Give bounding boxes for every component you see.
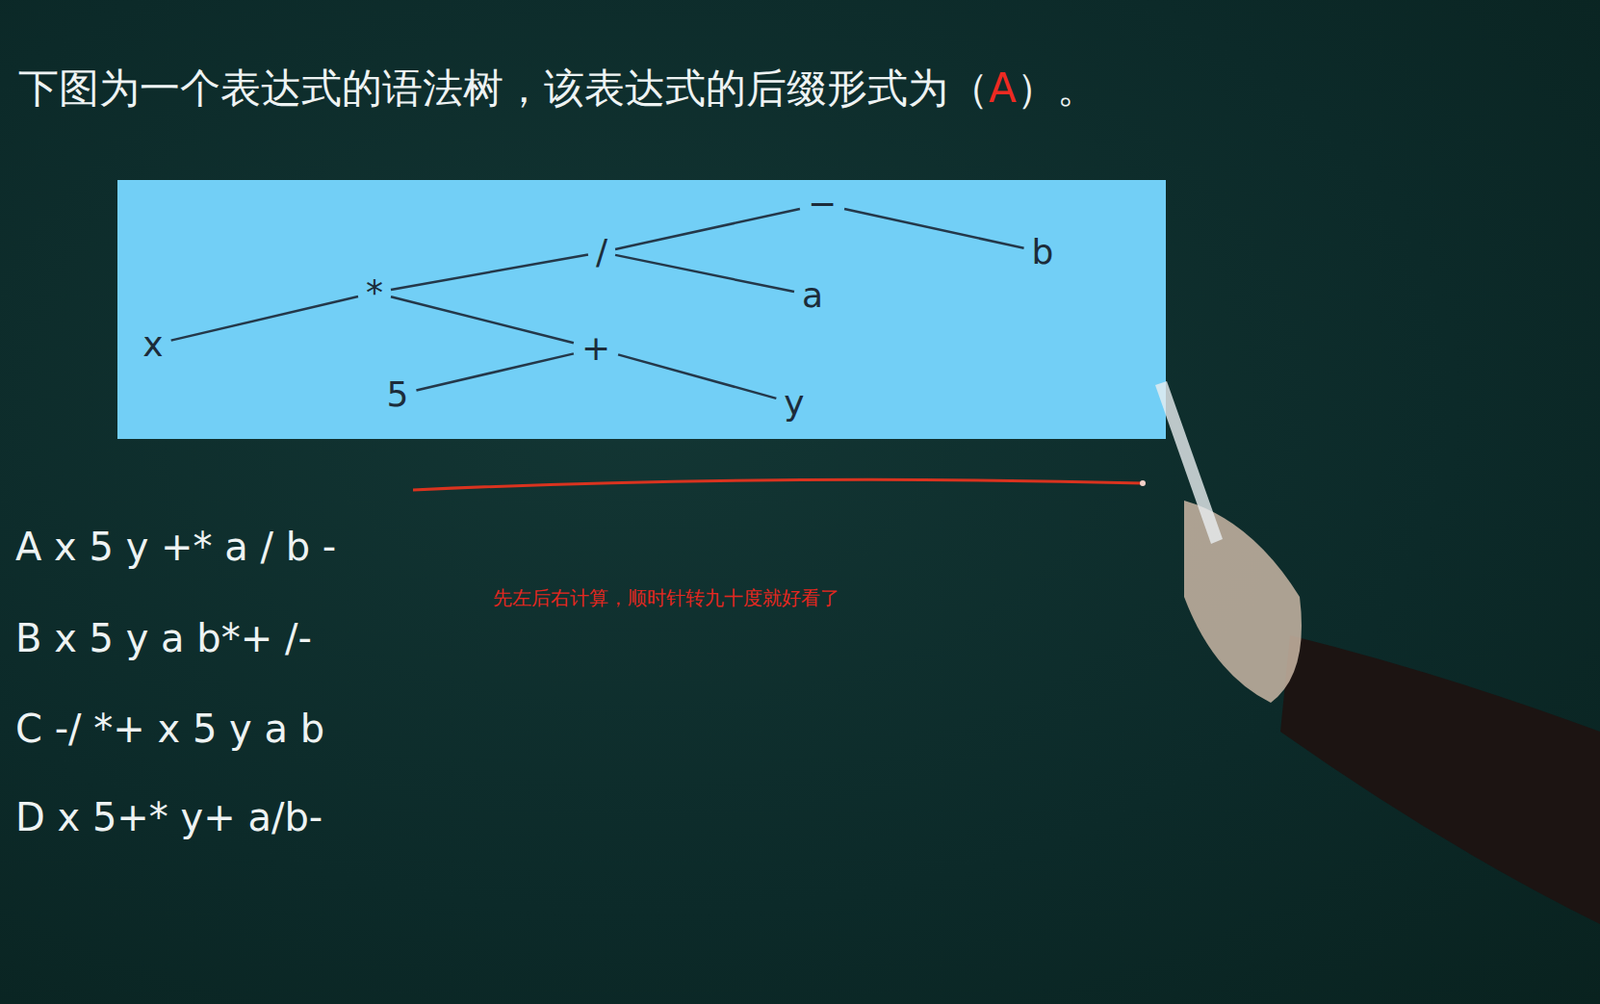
tree-edge xyxy=(618,354,776,398)
node-label: b xyxy=(1032,232,1055,273)
tree-edge xyxy=(390,296,574,343)
node-label: * xyxy=(365,272,384,313)
node-label: 5 xyxy=(387,374,410,415)
option-text: B x 5 y a b*+ /- xyxy=(15,616,312,661)
red-underline xyxy=(412,479,1143,491)
tree-panel xyxy=(117,180,1166,439)
tree-node: b xyxy=(1024,230,1062,275)
pen xyxy=(1155,381,1223,544)
tree-node: / xyxy=(588,230,616,275)
tree-node: y xyxy=(775,381,812,426)
tree-node: * xyxy=(358,270,391,315)
node-label: x xyxy=(142,324,163,365)
tree-edge xyxy=(415,353,573,390)
sleeve xyxy=(1280,635,1600,925)
tree-edge xyxy=(844,208,1024,249)
node-label: + xyxy=(581,328,611,369)
node-label: a xyxy=(801,275,824,316)
tree-node: − xyxy=(800,181,845,227)
tree-node: 5 xyxy=(379,372,417,417)
pen-dot xyxy=(1139,480,1146,487)
tree-node: a xyxy=(794,273,831,318)
hand xyxy=(1184,500,1302,703)
node-label: / xyxy=(595,232,608,273)
title: 下图为一个表达式的语法树，该表达式的后缀形式为（A）。 xyxy=(18,61,1098,116)
option-text: C -/ *+ x 5 y a b xyxy=(15,706,325,751)
note-text: 先左后右计算，顺时针转九十度就好看了 xyxy=(492,585,840,612)
option-text: A x 5 y +* a / b - xyxy=(15,524,336,569)
tree-edge xyxy=(615,208,800,250)
node-label: − xyxy=(807,183,837,225)
tree-edge xyxy=(390,255,589,290)
tree-node: x xyxy=(134,322,171,367)
tree-edge xyxy=(171,296,359,341)
tree-edge xyxy=(615,255,795,292)
tree-node: + xyxy=(573,326,619,371)
option-text: D x 5+* y+ a/b- xyxy=(15,795,323,840)
node-label: y xyxy=(783,383,804,424)
